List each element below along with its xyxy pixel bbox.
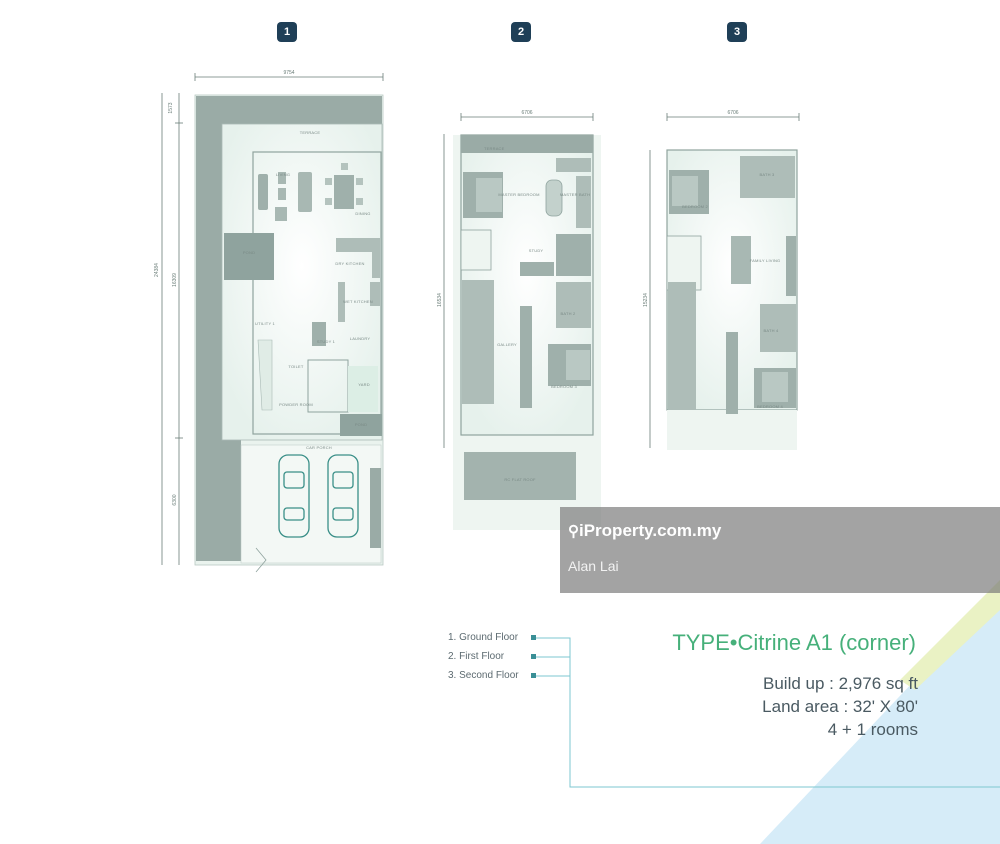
gf-utility1-label: UTILITY 1 xyxy=(255,321,276,326)
ff-master-bedroom-label: MASTER BEDROOM xyxy=(498,192,539,197)
floor-badge-1: 1 xyxy=(277,22,297,42)
gf-dining-label: DINING xyxy=(355,211,370,216)
ff-rc-flat-roof-label: RC FLAT ROOF xyxy=(504,477,536,482)
location-pin-icon: ⚲ xyxy=(568,523,579,540)
legend-marker-3 xyxy=(531,673,536,678)
sf-family-living-label: FAMILY LIVING xyxy=(750,258,781,263)
ff-study-label: STUDY xyxy=(529,248,544,253)
spec-rooms: 4 + 1 rooms xyxy=(827,720,918,739)
gf-pond-bottom-label: POND xyxy=(355,422,367,427)
legend-marker-1 xyxy=(531,635,536,640)
gf-study1-label: STUDY 1 xyxy=(317,339,336,344)
ff-master-bath-label: MASTER BATH xyxy=(560,192,590,197)
gf-yard-label: YARD xyxy=(358,382,370,387)
floor-badge-2: 2 xyxy=(511,22,531,42)
yellow-stripe xyxy=(900,580,1000,690)
gf-dry-kitchen-label: DRY KITCHEN xyxy=(335,261,364,266)
legend-marker-2 xyxy=(531,654,536,659)
ff-gallery-label: GALLERY xyxy=(497,342,517,347)
gf-dim-b: 16309 xyxy=(172,273,178,287)
ff-terrace-label: TERRACE xyxy=(484,146,505,151)
floor-badge-3: 3 xyxy=(727,22,747,42)
gf-toilet-label: TOILET xyxy=(288,364,303,369)
sf-bedroom4-label: BEDROOM 4 xyxy=(757,404,783,409)
watermark-agent: Alan Lai xyxy=(568,558,619,574)
sf-width-dim: 6706 xyxy=(727,110,738,116)
sf-bath4-label: BATH 4 xyxy=(764,328,779,333)
watermark-banner: ⚲iProperty.com.my Alan Lai xyxy=(560,507,1000,593)
legend-markers xyxy=(531,635,536,678)
gf-width-dim: 9754 xyxy=(283,70,294,76)
ff-bath2-label: BATH 2 xyxy=(561,311,576,316)
watermark-site: iProperty.com.my xyxy=(579,521,722,540)
gf-wet-kitchen-label: WET KITCHEN xyxy=(343,299,373,304)
type-title: TYPE•Citrine A1 (corner) xyxy=(672,630,916,656)
gf-terrace-label: TERRACE xyxy=(300,130,321,135)
legend-second-floor: 3. Second Floor xyxy=(448,670,519,681)
gf-car-porch-label: CAR PORCH xyxy=(306,445,332,450)
second-floor-plan: 6706 15234 BEDROOM 2 BATH 3 FAMILY LIVIN… xyxy=(643,110,800,450)
gf-pond-top-label: POND xyxy=(243,250,255,255)
legend-ground-floor: 1. Ground Floor xyxy=(448,632,519,643)
gf-dim-total: 24384 xyxy=(154,263,160,277)
ff-width-dim: 6706 xyxy=(521,110,532,116)
ground-floor-plan: 9754 1573 16309 6300 24384 xyxy=(154,70,384,573)
gf-dim-a: 1573 xyxy=(168,102,174,113)
gf-dim-c: 6300 xyxy=(172,494,178,505)
first-floor-plan: 6706 16534 TERRACE MASTER BEDROOM MASTER… xyxy=(437,110,601,530)
spec-build-up: Build up : 2,976 sq ft xyxy=(763,674,918,693)
sf-bedroom2-label: BEDROOM 2 xyxy=(682,204,708,209)
gf-living-label: LIVING xyxy=(276,172,290,177)
spec-land-area: Land area : 32' X 80' xyxy=(762,697,918,716)
gf-powder-room-label: POWDER ROOM xyxy=(279,402,313,407)
sf-bath3-label: BATH 3 xyxy=(760,172,775,177)
type-prefix: TYPE xyxy=(672,630,730,655)
ff-bedroom3-label: BEDROOM 3 xyxy=(551,384,577,389)
ff-side-dim: 16534 xyxy=(437,293,443,307)
type-name: Citrine A1 (corner) xyxy=(737,630,916,655)
gf-laundry-label: LAUNDRY xyxy=(350,336,371,341)
legend-connectors xyxy=(536,637,1000,788)
sf-side-dim: 15234 xyxy=(643,293,649,307)
legend-first-floor: 2. First Floor xyxy=(448,651,505,662)
watermark-logo: ⚲iProperty.com.my xyxy=(568,521,721,541)
bullet-icon: • xyxy=(729,630,738,655)
